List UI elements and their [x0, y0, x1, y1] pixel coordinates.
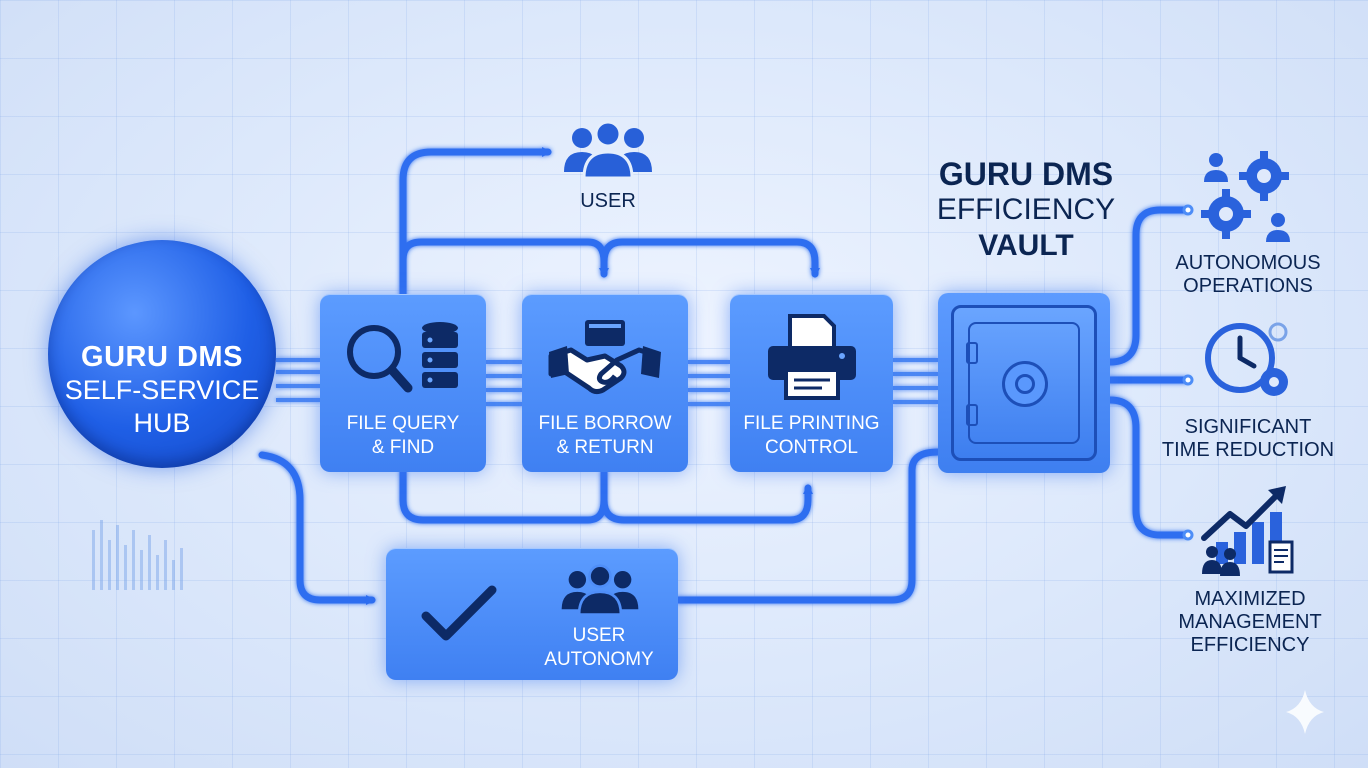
autonomy-label-2: AUTONOMY	[544, 649, 654, 670]
benefit-autonomous-operations: AUTONOMOUS OPERATIONS	[1160, 252, 1336, 298]
wire-bottom-loop	[399, 468, 608, 524]
vault-title-line-2: EFFICIENCY	[936, 193, 1116, 226]
step-file-printing: FILE PRINTING CONTROL	[730, 294, 893, 472]
wire-top-branch-2	[600, 238, 820, 278]
safe-vault-icon	[938, 293, 1110, 473]
user-group-icon	[564, 120, 652, 180]
wire-vault-benefit-1	[1106, 206, 1190, 366]
benefit-management-efficiency: MAXIMIZED MANAGEMENT EFFICIENCY	[1160, 588, 1340, 657]
hub-subtitle-2: HUB	[133, 408, 191, 438]
step-label-2: & RETURN	[556, 437, 654, 458]
benefit-label: MAXIMIZED	[1194, 588, 1306, 610]
gears-users-icon	[1201, 151, 1290, 242]
benefit-label-2: TIME REDUCTION	[1161, 439, 1335, 461]
user-autonomy-card: USER AUTONOMY	[386, 548, 678, 680]
benefit-label-2: MANAGEMENT	[1178, 611, 1322, 633]
printer-icon	[768, 314, 856, 400]
benefit-label-3: EFFICIENCY	[1190, 634, 1310, 656]
wire-top-branch	[399, 238, 609, 278]
step-label-2: CONTROL	[765, 437, 858, 458]
benefit-label: AUTONOMOUS	[1175, 252, 1321, 274]
self-service-hub: GURU DMS SELF-SERVICE HUB	[48, 240, 276, 468]
user-group-icon	[561, 564, 639, 616]
vault-title: GURU DMS EFFICIENCY VAULT	[906, 156, 1146, 264]
benefit-time-reduction: SIGNIFICANT TIME REDUCTION	[1156, 416, 1340, 462]
handshake-book-icon	[548, 320, 661, 395]
wire-vault-benefit-3	[1106, 396, 1190, 539]
step-file-query: FILE QUERY & FIND	[320, 294, 486, 472]
magnifier-database-icon	[347, 322, 458, 393]
hub-title: GURU DMS	[81, 341, 243, 373]
growth-chart-icon	[1201, 486, 1294, 576]
autonomy-label: USER	[572, 625, 626, 646]
clock-gear-icon	[1205, 322, 1288, 396]
user-node: USER	[560, 120, 656, 220]
step-label: FILE BORROW	[538, 413, 672, 434]
vault-title-line: GURU DMS	[938, 156, 1114, 192]
wire-hub-autonomy	[258, 451, 376, 605]
checkmark-icon	[421, 585, 497, 641]
step-file-borrow: FILE BORROW & RETURN	[522, 294, 688, 472]
hub-subtitle: SELF-SERVICE	[64, 375, 260, 405]
benefit-label-2: OPERATIONS	[1183, 275, 1313, 297]
vault-title-line-3: VAULT	[978, 229, 1074, 262]
step-label: FILE QUERY	[346, 413, 460, 434]
step-label-2: & FIND	[371, 437, 435, 458]
benefit-label: SIGNIFICANT	[1184, 416, 1312, 438]
user-label: USER	[580, 190, 636, 212]
wire-bottom-loop-2	[600, 484, 813, 524]
sparkle-icon	[1286, 690, 1324, 734]
step-label: FILE PRINTING	[743, 413, 880, 434]
wire-autonomy-vault	[674, 448, 942, 604]
wire-to-user	[399, 147, 552, 300]
